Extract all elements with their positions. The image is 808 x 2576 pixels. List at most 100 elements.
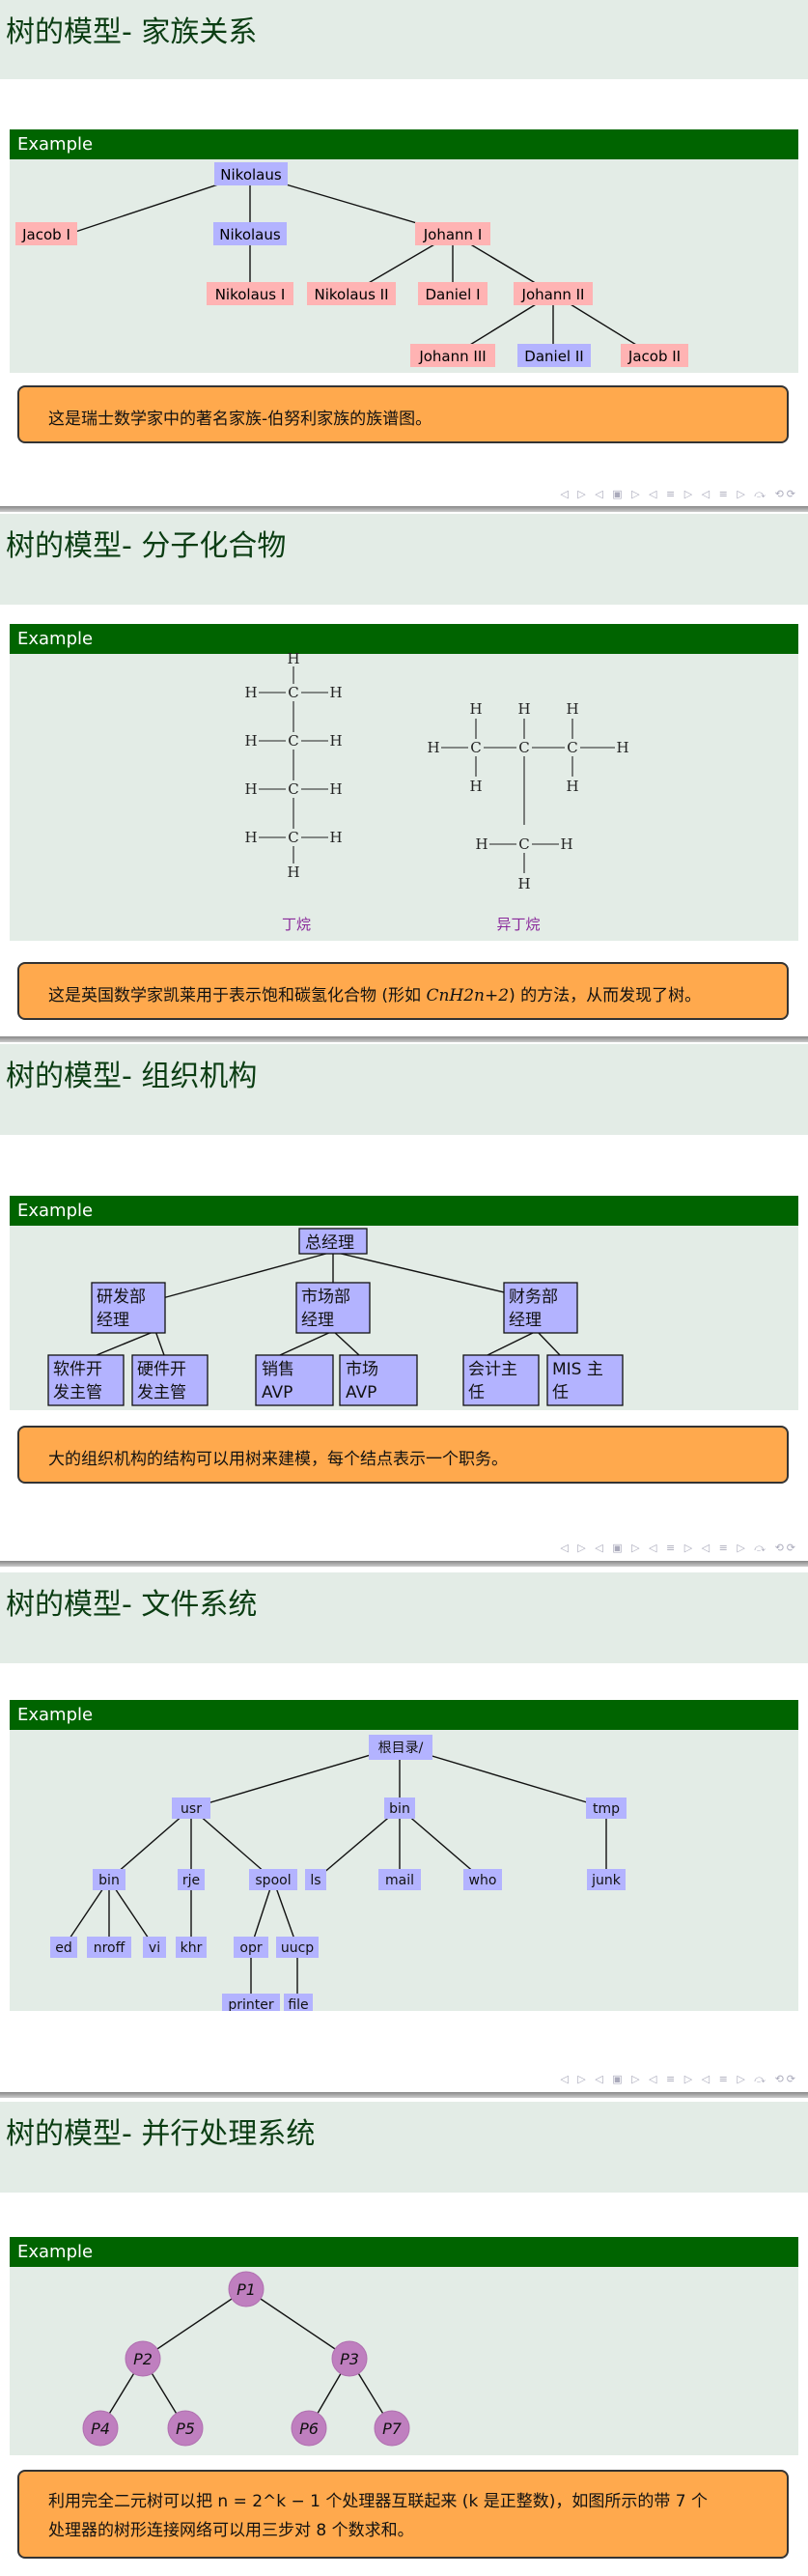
tree-node: [410, 344, 495, 367]
org-node: [298, 1228, 368, 1255]
org-node: [47, 1354, 125, 1406]
atom-label: C: [470, 739, 481, 756]
note-box: 大的组织机构的结构可以用树来建模，每个结点表示一个职务。: [17, 1426, 789, 1484]
org-node-label: 经理: [509, 1311, 542, 1330]
molecule-name: 异丁烷: [496, 916, 540, 933]
tree-node: [415, 222, 490, 245]
example-label: Example: [17, 1201, 94, 1221]
example-header: Example: [10, 2237, 798, 2267]
processor-label: P1: [237, 2280, 256, 2299]
tree-node: [15, 222, 77, 245]
atom-label: H: [329, 829, 342, 846]
file-node-label: 根目录/: [378, 1741, 424, 1756]
org-node-label: 市场: [346, 1360, 378, 1379]
processor-label: P7: [382, 2420, 403, 2438]
example-block: Example P1 P2: [10, 2237, 798, 2455]
file-node: [305, 1869, 326, 1890]
tree-node-label: Nikolaus: [220, 166, 282, 184]
file-node-label: tmp: [593, 1801, 620, 1817]
file-node: [87, 1937, 131, 1958]
atom-label: H: [329, 780, 342, 798]
file-node-label: vi: [149, 1940, 160, 1956]
file-node: [276, 1937, 319, 1958]
org-node-label: 总经理: [305, 1233, 354, 1253]
org-node: [462, 1354, 540, 1406]
processor-label: P2: [133, 2350, 153, 2368]
atom-label: H: [566, 700, 578, 718]
slide-title: 树的模型- 并行处理系统: [6, 2117, 316, 2151]
atom-label: C: [518, 835, 529, 853]
processor-tree: P1 P2 P3 P4 P5 P6 P7: [82, 2271, 410, 2447]
slide-title-bar: 树的模型- 组织机构: [0, 1044, 808, 1135]
example-label: Example: [17, 629, 94, 649]
org-node-label: 会计主: [468, 1360, 517, 1379]
slide-filesystem: 树的模型- 文件系统 Example: [0, 1572, 808, 2098]
file-node-label: printer: [228, 1997, 274, 2011]
atom-label: H: [244, 684, 257, 701]
slide-parallel: 树的模型- 并行处理系统 Example: [0, 2102, 808, 2576]
atom-label: H: [329, 732, 342, 750]
processor-node: [331, 2340, 368, 2377]
note-text: 大的组织机构的结构可以用树来建模，每个结点表示一个职务。: [48, 1450, 508, 1469]
tree-node: [207, 282, 293, 305]
family-tree: Nikolaus Jacob I Nikolaus Johann I Nikol…: [15, 162, 688, 367]
processor-node: [291, 2410, 327, 2447]
processor-label: P3: [340, 2350, 359, 2368]
file-node: [93, 1869, 125, 1890]
org-node-label: 经理: [301, 1311, 334, 1330]
tree-node: [307, 282, 396, 305]
slide-title-bar: 树的模型- 并行处理系统: [0, 2102, 808, 2193]
tree-node: [621, 344, 688, 367]
tree-node-label: Jacob I: [21, 226, 70, 243]
tree-node-label: Johann I: [423, 226, 483, 243]
example-block: Example 总经理 研发部 经理 市场部: [10, 1196, 798, 1410]
slide-title: 树的模型- 分子化合物: [6, 529, 287, 563]
tree-node-label: Jacob II: [627, 348, 681, 365]
file-node: [249, 1869, 297, 1890]
atom-label: C: [288, 684, 298, 701]
file-node: [176, 1937, 207, 1958]
file-node-label: spool: [255, 1873, 291, 1888]
file-node: [378, 1869, 421, 1890]
file-node: [463, 1869, 502, 1890]
slide-separator: [0, 1561, 808, 1567]
atom-label: H: [469, 700, 482, 718]
atom-label: H: [244, 829, 257, 846]
file-tree-bottom: printer file: [222, 1994, 313, 2011]
note-text-line-2: 处理器的树形连接网络可以用三步对 8 个数求和。: [48, 2521, 414, 2540]
file-node-label: usr: [181, 1801, 202, 1817]
atom-label: C: [567, 739, 577, 756]
org-node-label: 研发部: [97, 1288, 146, 1307]
slide-title: 树的模型- 家族关系: [6, 15, 258, 49]
file-node-label: mail: [385, 1873, 414, 1888]
file-node-label: uucp: [281, 1940, 314, 1956]
example-header: Example: [10, 1196, 798, 1226]
file-node: [587, 1869, 626, 1890]
atom-label: H: [244, 732, 257, 750]
beamer-nav-bar[interactable]: ◁ ▷ ◁ ▣ ▷ ◁ ≡ ▷ ◁ ≡ ▷ ⤼ ⟲⟳: [560, 488, 798, 500]
tree-node: [514, 282, 593, 305]
tree-node-label: Daniel I: [425, 286, 480, 303]
file-node: [222, 1994, 280, 2011]
tree-node-label: Johann II: [521, 286, 585, 303]
file-node-label: nroff: [94, 1940, 125, 1956]
atom-label: H: [329, 684, 342, 701]
file-node-label: opr: [239, 1940, 262, 1956]
slide-organization: 树的模型- 组织机构 Example 总经理 研发部 经: [0, 1044, 808, 1567]
processor-label: P6: [299, 2420, 319, 2438]
beamer-nav-bar[interactable]: ◁ ▷ ◁ ▣ ▷ ◁ ≡ ▷ ◁ ≡ ▷ ⤼ ⟲⟳: [560, 2073, 798, 2085]
atom-label: H: [566, 778, 578, 795]
file-node-label: ed: [55, 1940, 72, 1956]
molecule-diagram: H H C H H C H H C H H C H H H H H H C C: [244, 650, 628, 933]
file-node: [586, 1798, 627, 1819]
slide-title-bar: 树的模型- 分子化合物: [0, 514, 808, 605]
processor-label: P4: [91, 2420, 110, 2438]
file-node: [384, 1798, 415, 1819]
processor-node: [82, 2410, 119, 2447]
beamer-nav-bar[interactable]: ◁ ▷ ◁ ▣ ▷ ◁ ≡ ▷ ◁ ≡ ▷ ⤼ ⟲⟳: [560, 1542, 798, 1554]
tree-node: [214, 162, 288, 185]
org-node-label: MIS 主: [552, 1360, 603, 1379]
org-node-label: 发主管: [137, 1383, 186, 1402]
note-text-line-1: 利用完全二元树可以把 n = 2^k − 1 个处理器互联起来 (k 是正整数)…: [48, 2492, 708, 2511]
tree-node: [517, 344, 591, 367]
